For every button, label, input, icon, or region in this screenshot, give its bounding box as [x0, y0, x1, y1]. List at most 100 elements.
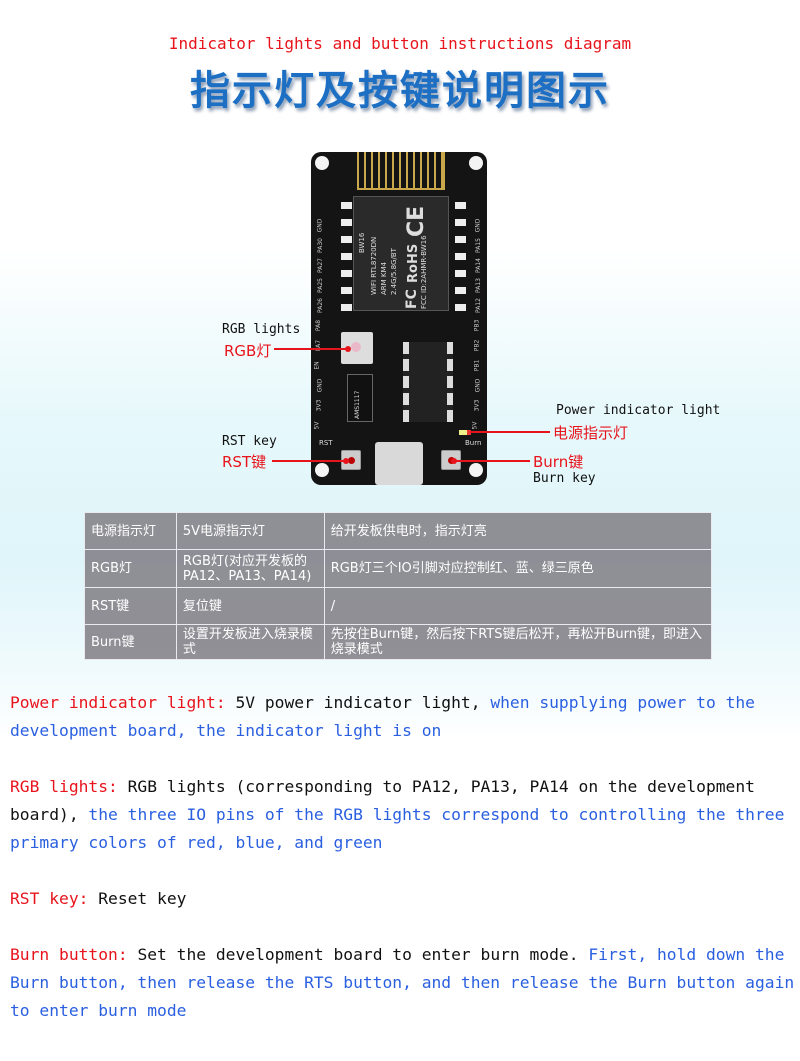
- castellated-pad: [455, 202, 466, 209]
- english-title: Indicator lights and button instructions…: [168, 34, 632, 53]
- fcc-logo: FC: [404, 289, 420, 309]
- desc-label: RGB lights:: [10, 777, 118, 796]
- desc-detail: the three IO pins of the RGB lights corr…: [10, 805, 785, 852]
- desc-rst: RST key: Reset key: [10, 885, 795, 913]
- table-cell: RGB灯: [84, 549, 177, 588]
- pin-label: PA15: [474, 238, 482, 253]
- castellated-pad: [341, 236, 352, 243]
- pin-label: PB2: [473, 339, 481, 352]
- rohs-logo: RoHS: [406, 243, 421, 283]
- table-cell: 5V电源指示灯: [175, 512, 325, 550]
- descriptions: Power indicator light: 5V power indicato…: [10, 689, 795, 1053]
- ce-logo: CE: [404, 205, 429, 237]
- regulator-label: AMS1117: [354, 390, 361, 419]
- pin-label: PA30: [316, 238, 324, 253]
- table-cell: 电源指示灯: [84, 512, 177, 550]
- bw16-module: BW16 WIFI RTL8720DN ARM KM4 2.4G/5.8G/BT…: [353, 196, 449, 311]
- pin-label: PB1: [473, 359, 481, 372]
- pin-label: PA12: [474, 298, 482, 313]
- pin-label: 3V3: [315, 399, 323, 412]
- pin-label: PA27: [316, 258, 324, 273]
- power-label-zh: 电源指示灯: [553, 424, 629, 442]
- dev-board-image: BW16 WIFI RTL8720DN ARM KM4 2.4G/5.8G/BT…: [311, 152, 487, 485]
- pin-label: PA26: [316, 298, 324, 313]
- table-cell: RGB灯三个IO引脚对应控制红、蓝、绿三原色: [323, 549, 713, 588]
- pin-label: GND: [316, 218, 324, 233]
- table-cell: 复位键: [175, 587, 325, 625]
- castellated-pad: [341, 219, 352, 226]
- pin-label: GND: [474, 218, 482, 233]
- pin-label: EN: [313, 361, 321, 370]
- pin-label: GND: [474, 378, 482, 393]
- castellated-pad: [341, 304, 352, 311]
- table-cell: Burn键: [84, 624, 177, 660]
- rgb-label-en: RGB lights: [222, 322, 301, 337]
- mount-hole: [469, 156, 483, 170]
- burn-silkscreen: Burn: [465, 439, 482, 447]
- table-row: Burn键设置开发板进入烧录模式先按住Burn键，然后按下RTS键后松开，再松开…: [84, 624, 713, 660]
- table-cell: /: [323, 587, 713, 625]
- usb-c-port: [375, 442, 423, 485]
- desc-label: Power indicator light:: [10, 693, 226, 712]
- pin-label: PA13: [474, 278, 482, 293]
- rst-button: [341, 450, 361, 470]
- rgb-label-zh: RGB灯: [224, 342, 272, 360]
- burn-label-zh: Burn键: [533, 453, 584, 471]
- pin-label: 5V: [313, 421, 321, 430]
- castellated-pad: [341, 287, 352, 294]
- rst-silkscreen: RST: [319, 439, 333, 447]
- desc-detail: First, hold down the Burn button, then r…: [10, 945, 795, 1020]
- desc-power: Power indicator light: 5V power indicato…: [10, 689, 795, 745]
- pin-label: 5V: [471, 421, 479, 430]
- module-text: ARM KM4: [380, 261, 388, 295]
- pin-label: PA25: [316, 278, 324, 293]
- desc-rgb: RGB lights: RGB lights (corresponding to…: [10, 773, 795, 857]
- pin-label: PB3: [473, 319, 481, 332]
- castellated-pad: [455, 236, 466, 243]
- desc-text: 5V power indicator light,: [225, 693, 481, 712]
- desc-detail: when supplying power to the development …: [10, 693, 755, 740]
- power-label-en: Power indicator light: [556, 403, 721, 418]
- castellated-pad: [455, 304, 466, 311]
- voltage-regulator: AMS1117: [347, 374, 373, 422]
- pin-label: PA8: [315, 319, 323, 332]
- power-led: [459, 430, 471, 435]
- module-text: 2.4G/5.8G/BT: [390, 248, 398, 295]
- table-cell: RGB灯(对应开发板的PA12、PA13、PA14): [175, 549, 325, 588]
- desc-label: Burn button:: [10, 945, 128, 964]
- castellated-pad: [341, 270, 352, 277]
- burn-label-en: Burn key: [533, 471, 596, 486]
- mount-hole: [315, 156, 329, 170]
- usb-serial-chip: [403, 342, 453, 422]
- mount-hole: [469, 463, 483, 477]
- table-row: RST键复位键/: [84, 587, 713, 625]
- table-cell: 给开发板供电时，指示灯亮: [323, 512, 713, 550]
- pin-label: PA14: [474, 258, 482, 273]
- castellated-pad: [341, 202, 352, 209]
- castellated-pad: [455, 253, 466, 260]
- castellated-pad: [455, 287, 466, 294]
- castellated-pad: [455, 219, 466, 226]
- module-text: BW16: [358, 232, 366, 253]
- castellated-pad: [341, 253, 352, 260]
- castellated-pad: [455, 270, 466, 277]
- table-cell: RST键: [84, 587, 177, 625]
- mount-hole: [315, 463, 329, 477]
- desc-text: Set the development board to enter burn …: [127, 945, 579, 964]
- pin-label: GND: [316, 378, 324, 393]
- desc-label: RST key:: [10, 889, 89, 908]
- table-cell: 设置开发板进入烧录模式: [175, 624, 325, 660]
- antenna-trace: [357, 152, 445, 190]
- chinese-title: 指示灯及按键说明图示: [190, 68, 610, 114]
- table-cell: 先按住Burn键，然后按下RTS键后松开，再松开Burn键，即进入烧录模式: [323, 624, 713, 660]
- desc-text: RGB lights (corresponding to PA12, PA13,…: [10, 777, 755, 824]
- desc-text: Reset key: [88, 889, 187, 908]
- module-fcc-id: FCC ID:2AHMR-BW16: [420, 235, 428, 309]
- pin-label: 3V3: [473, 399, 481, 412]
- desc-burn: Burn button: Set the development board t…: [10, 941, 795, 1025]
- module-text: WIFI RTL8720DN: [370, 236, 378, 295]
- rst-label-en: RST key: [222, 434, 277, 449]
